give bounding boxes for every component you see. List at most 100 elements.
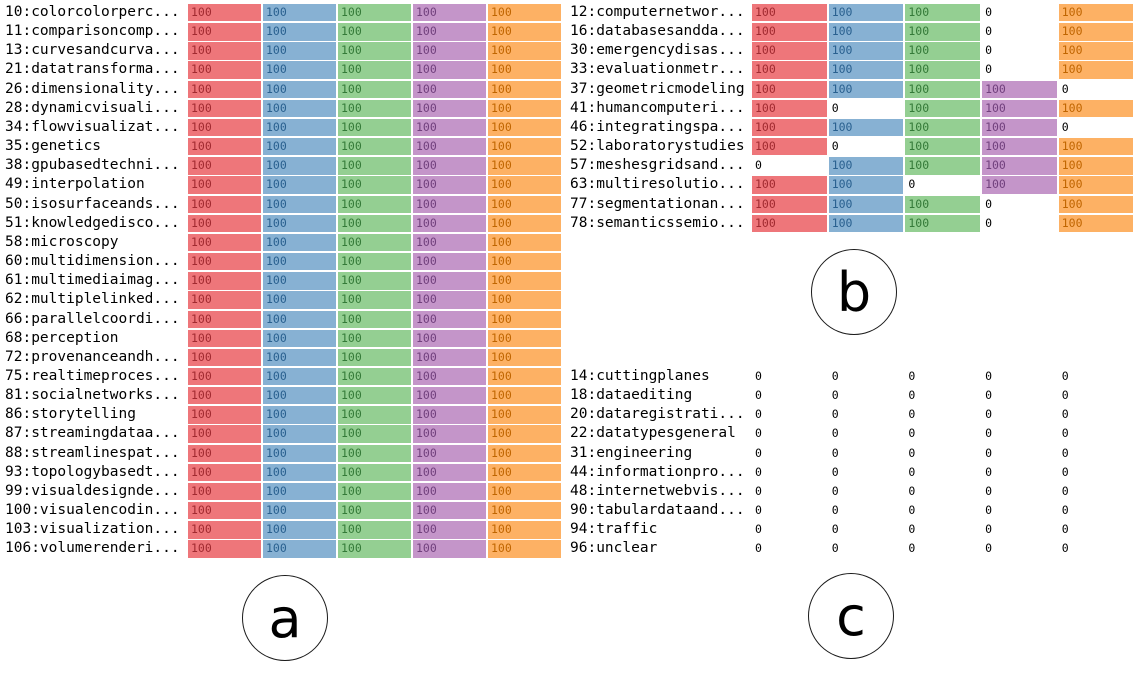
heatmap-cell-red: 100 bbox=[188, 80, 261, 98]
heatmap-cell-orange: 0 bbox=[1061, 503, 1069, 518]
heatmap-cell-red: 100 bbox=[188, 425, 261, 443]
heatmap-cell-blue: 100 bbox=[828, 214, 904, 233]
panel-label-a-circle: a bbox=[242, 575, 328, 661]
row-label: 34:flowvisualizat... bbox=[5, 118, 180, 135]
panel-label-b: b bbox=[836, 260, 872, 324]
heatmap-cell-green: 100 bbox=[905, 138, 981, 156]
heatmap-cell-purple: 0 bbox=[985, 483, 992, 498]
heatmap-cell-green: 100 bbox=[905, 80, 981, 98]
heatmap-cell-blue: 100 bbox=[263, 195, 336, 213]
heatmap-cell-red: 100 bbox=[752, 61, 827, 79]
heatmap-cell-green: 100 bbox=[905, 157, 981, 175]
heatmap-cell-orange: 100 bbox=[488, 195, 561, 213]
heatmap-cell-blue: 100 bbox=[263, 310, 336, 328]
heatmap-cell-orange: 0 bbox=[1061, 541, 1069, 556]
heatmap-cell-red: 100 bbox=[188, 482, 261, 501]
heatmap-cell-red: 100 bbox=[752, 176, 827, 194]
heatmap-cell-red: 100 bbox=[188, 406, 261, 424]
heatmap-cell-blue: 100 bbox=[828, 80, 904, 98]
heatmap-cell-blue: 0 bbox=[831, 407, 839, 422]
heatmap-cell-purple: 100 bbox=[982, 176, 1057, 194]
heatmap-cell-orange: 100 bbox=[488, 406, 561, 424]
heatmap-cell-green: 100 bbox=[338, 157, 411, 175]
heatmap-cell-red: 0 bbox=[755, 426, 762, 441]
heatmap-cell-purple: 100 bbox=[413, 348, 486, 367]
heatmap-cell-green: 100 bbox=[338, 425, 411, 443]
heatmap-cell-red: 100 bbox=[188, 387, 261, 405]
heatmap-cell-purple: 100 bbox=[413, 138, 486, 156]
heatmap-cell-green: 100 bbox=[338, 214, 411, 233]
heatmap-cell-purple: 100 bbox=[413, 310, 486, 328]
heatmap-cell-green: 100 bbox=[338, 502, 411, 520]
heatmap-cell-blue: 100 bbox=[263, 482, 336, 501]
heatmap-cell-orange: 100 bbox=[488, 42, 561, 60]
heatmap-cell-orange: 100 bbox=[488, 99, 561, 118]
row-label: 28:dynamicvisuali... bbox=[5, 99, 180, 116]
heatmap-cell-red: 100 bbox=[752, 80, 827, 98]
heatmap-cell-blue: 100 bbox=[263, 348, 336, 367]
heatmap-cell-orange: 100 bbox=[1058, 61, 1134, 79]
row-label: 103:visualization... bbox=[5, 521, 180, 538]
heatmap-cell-blue: 100 bbox=[263, 521, 336, 539]
heatmap-cell-purple: 100 bbox=[413, 425, 486, 443]
heatmap-cell-orange: 100 bbox=[488, 463, 561, 482]
heatmap-cell-blue: 100 bbox=[828, 118, 904, 137]
heatmap-cell-orange: 100 bbox=[488, 540, 561, 558]
heatmap-cell-orange: 100 bbox=[488, 157, 561, 175]
panel-label-a: a bbox=[268, 586, 302, 650]
heatmap-cell-purple: 100 bbox=[413, 99, 486, 118]
row-label: 30:emergencydisas... bbox=[570, 42, 745, 59]
heatmap-cell-purple: 0 bbox=[985, 503, 992, 518]
heatmap-cell-blue: 100 bbox=[263, 444, 336, 462]
heatmap-cell-green: 100 bbox=[338, 4, 411, 22]
heatmap-cell-green: 100 bbox=[338, 406, 411, 424]
heatmap-cell-green: 100 bbox=[338, 540, 411, 558]
heatmap-cell-orange: 100 bbox=[488, 425, 561, 443]
heatmap-cell-orange: 100 bbox=[488, 310, 561, 328]
heatmap-cell-red: 100 bbox=[188, 23, 261, 41]
heatmap-cell-red: 100 bbox=[188, 99, 261, 118]
heatmap-cell-blue: 100 bbox=[828, 176, 904, 194]
heatmap-cell-orange: 0 bbox=[1061, 426, 1069, 441]
heatmap-cell-purple: 100 bbox=[982, 157, 1057, 175]
row-label: 66:parallelcoordi... bbox=[5, 310, 180, 327]
row-label: 13:curvesandcurva... bbox=[5, 42, 180, 59]
heatmap-cell-orange: 100 bbox=[488, 4, 561, 22]
heatmap-cell-red: 100 bbox=[752, 42, 827, 60]
heatmap-cell-green: 0 bbox=[908, 407, 916, 422]
heatmap-cell-red: 0 bbox=[755, 407, 762, 422]
heatmap-cell-green: 100 bbox=[338, 80, 411, 98]
heatmap-cell-red: 100 bbox=[188, 61, 261, 79]
heatmap-cell-green: 100 bbox=[338, 195, 411, 213]
row-label: 106:volumerenderi... bbox=[5, 540, 180, 557]
heatmap-cell-orange: 100 bbox=[488, 176, 561, 194]
heatmap-cell-purple: 100 bbox=[413, 253, 486, 271]
heatmap-cell-red: 100 bbox=[188, 367, 261, 386]
row-label: 33:evaluationmetr... bbox=[570, 61, 745, 78]
heatmap-cell-orange: 0 bbox=[1061, 445, 1069, 460]
heatmap-cell-purple: 100 bbox=[982, 118, 1057, 137]
heatmap-cell-orange: 100 bbox=[488, 502, 561, 520]
heatmap-cell-green: 100 bbox=[338, 367, 411, 386]
heatmap-cell-blue: 100 bbox=[828, 42, 904, 60]
heatmap-cell-green: 0 bbox=[908, 445, 916, 460]
row-label: 49:interpolation bbox=[5, 176, 145, 193]
heatmap-cell-blue: 0 bbox=[831, 369, 839, 383]
heatmap-cell-blue: 100 bbox=[263, 272, 336, 290]
